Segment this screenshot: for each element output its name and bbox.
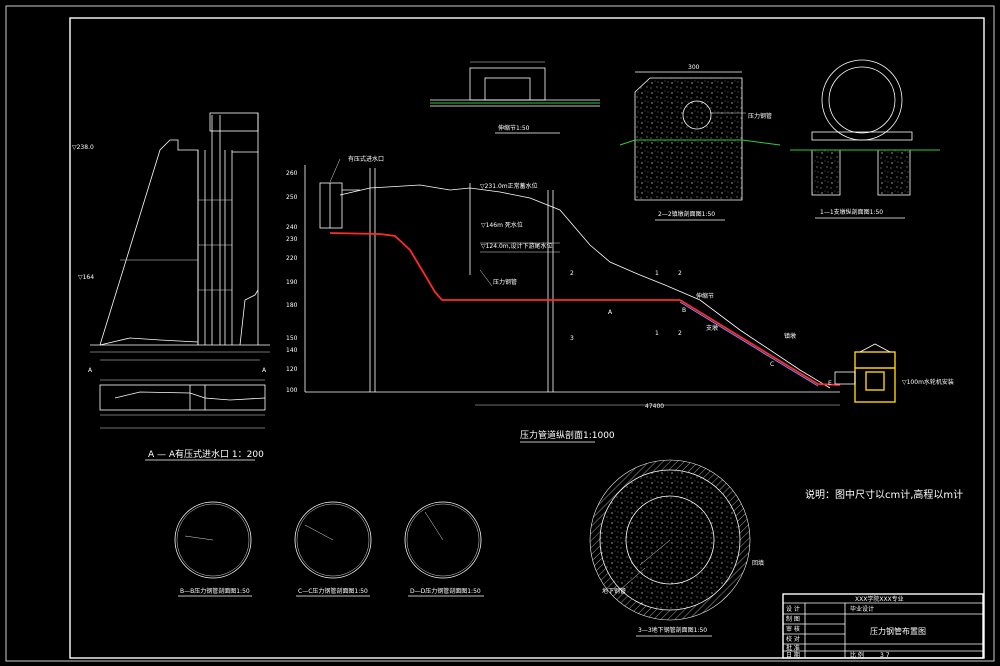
profile-pipe-label: 压力钢管 [493, 278, 517, 286]
mark-2b: 2 [678, 270, 682, 277]
tb-row-6: 日 期 [786, 651, 800, 659]
section-cc-title: C—C压力钢管剖面图1:50 [298, 587, 368, 595]
section-cc: C—C压力钢管剖面图1:50 [294, 501, 372, 597]
intake-section-title: A — A有压式进水口 1：200 [148, 448, 264, 460]
elev-tick-250: 250 [286, 194, 298, 201]
detail-top-title: 伸缩节1:50 [498, 124, 530, 132]
profile-total-length: 47400 [645, 403, 664, 410]
elev-tick-180: 180 [286, 302, 298, 309]
elev-tick-240: 240 [286, 224, 298, 231]
section-dd-title: D—D压力钢管剖面图1:50 [410, 587, 481, 595]
profile-bend-label: 伸缩节 [696, 292, 714, 300]
section33-fill-label: 回填 [752, 559, 764, 567]
tb-row-1: 设 计 [786, 605, 800, 613]
inner-frame [69, 17, 985, 659]
section-bb-title: B—B压力钢管剖面图1:50 [180, 587, 250, 595]
powerhouse: ▽100m水轮机安装 [834, 343, 954, 403]
section22-title: 2—2镇墩剖面图1:50 [658, 210, 715, 218]
section-mark-a-right: A [262, 367, 267, 374]
mark-b: B [682, 307, 686, 314]
elev-tick-230: 230 [286, 236, 298, 243]
tb-row-2: 制 图 [786, 615, 800, 623]
section11-title: 1—1支墩纵剖面图1:50 [820, 208, 883, 216]
tb-row-4: 校 对 [786, 635, 800, 643]
tb-sheet: 3 7 [880, 652, 890, 659]
tb-school: XXX学院XXX专业 [855, 595, 904, 603]
section-22: 300 压力钢管 2—2镇墩剖面图1:50 [619, 64, 781, 221]
mark-e: E [828, 380, 832, 387]
intake-elev-mid: ▽164 [78, 274, 94, 281]
mark-a: A [608, 309, 613, 316]
elev-tick-140: 140 [286, 347, 298, 354]
elev-tick-150: 150 [286, 335, 298, 342]
section33-underground-label: 地下钢管 [602, 587, 626, 595]
profile-anchor-label: 镇墩 [784, 332, 796, 340]
tb-row-3: 审 核 [786, 625, 800, 633]
tb-scale-label: 比 例 [850, 651, 864, 659]
elev-tick-100: 100 [286, 387, 298, 394]
section33-title: 3—3地下钢管剖面图1:50 [638, 626, 707, 634]
profile-intake-label: 有压式进水口 [348, 155, 384, 163]
elev-tick-120: 120 [286, 366, 298, 373]
mark-1a: 1 [655, 270, 659, 277]
section22-pipe-label: 压力钢管 [748, 112, 772, 120]
title-block: XXX学院XXX专业 毕业设计 压力钢管布置图 设 计 制 图 审 核 校 对 … [782, 593, 984, 659]
drawing-note: 说明：图中尺寸以cm计,高程以m计 [805, 488, 963, 501]
tb-row-5: 批 准 [786, 644, 800, 652]
elevation-axis: 260 250 240 230 220 190 180 150 140 120 … [286, 170, 298, 394]
profile-title: 压力管道纵剖面1:1000 [520, 429, 615, 441]
mark-1b: 1 [655, 330, 659, 337]
section-11: 1—1支墩纵剖面图1:50 [790, 59, 940, 219]
profile-elev-dead: ▽146m 死水位 [481, 221, 523, 229]
section22-dim: 300 [688, 64, 700, 71]
section-bb: B—B压力钢管剖面图1:50 [174, 501, 252, 597]
tb-drawing-name: 压力钢管布置图 [870, 626, 926, 636]
elev-tick-190: 190 [286, 279, 298, 286]
tb-design: 毕业设计 [850, 605, 874, 613]
detail-expansion-joint: 伸缩节1:50 [430, 61, 600, 134]
mark-2a: 2 [570, 270, 574, 277]
intake-section: ▽238.0 ▽164 A — A有压式进水口 1：200 A A [72, 112, 270, 461]
section-dd: D—D压力钢管剖面图1:50 [404, 501, 484, 597]
elev-tick-260: 260 [286, 170, 298, 177]
powerhouse-label: ▽100m水轮机安装 [902, 378, 954, 386]
intake-elev-top: ▽238.0 [72, 144, 94, 151]
mark-c: C [770, 361, 774, 368]
mark-2c: 2 [678, 330, 682, 337]
profile-support-label: 支墩 [706, 324, 718, 332]
section-mark-a-left: A [88, 367, 93, 374]
outer-frame [5, 5, 995, 662]
mark-3a: 3 [570, 335, 574, 342]
elev-tick-220: 220 [286, 255, 298, 262]
profile-elev-tail: ▽124.0m,设计下游尾水位 [481, 242, 553, 250]
section-33: 地下钢管 回填 3—3地下钢管剖面图1:50 [589, 459, 764, 637]
main-profile: 260 250 240 230 220 190 180 150 140 120 … [286, 155, 841, 443]
profile-elev-right: ▽231.0m正常蓄水位 [480, 182, 538, 190]
